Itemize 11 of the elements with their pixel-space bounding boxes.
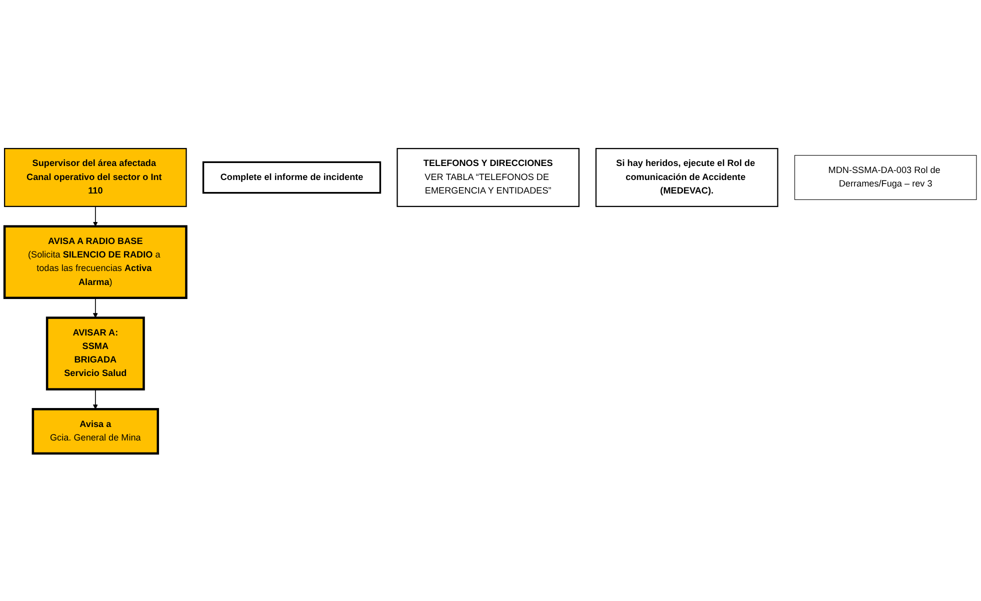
arrow	[92, 388, 98, 409]
node-box: Complete el informe de incidente	[202, 160, 382, 194]
node-box: Supervisor del área afectada Canal operativo del sector o Int 110	[4, 147, 187, 207]
node-box: TELEFONOS Y DIRECCIONES VER TABLA “TELEFONOS DE EMERGENCIA Y ENTIDADES”	[396, 147, 580, 207]
node-box: AVISAR A: SSMA BRIGADA Servicio Salud	[46, 316, 145, 390]
arrow	[92, 206, 98, 226]
node-box: AVISA A RADIO BASE (Solicita SILENCIO DE RADIO a todas las frecuencias Activa Alarma)	[3, 224, 188, 298]
node-box: Si hay heridos, ejecute el Rol de comunicación de Accidente (MEDEVAC).	[595, 147, 778, 207]
node-box: MDN-SSMA-DA-003 Rol de Derrames/Fuga – rev 3	[794, 154, 977, 200]
arrow	[92, 296, 98, 318]
node-box: Avisa a Gcia. General de Mina	[32, 408, 160, 454]
